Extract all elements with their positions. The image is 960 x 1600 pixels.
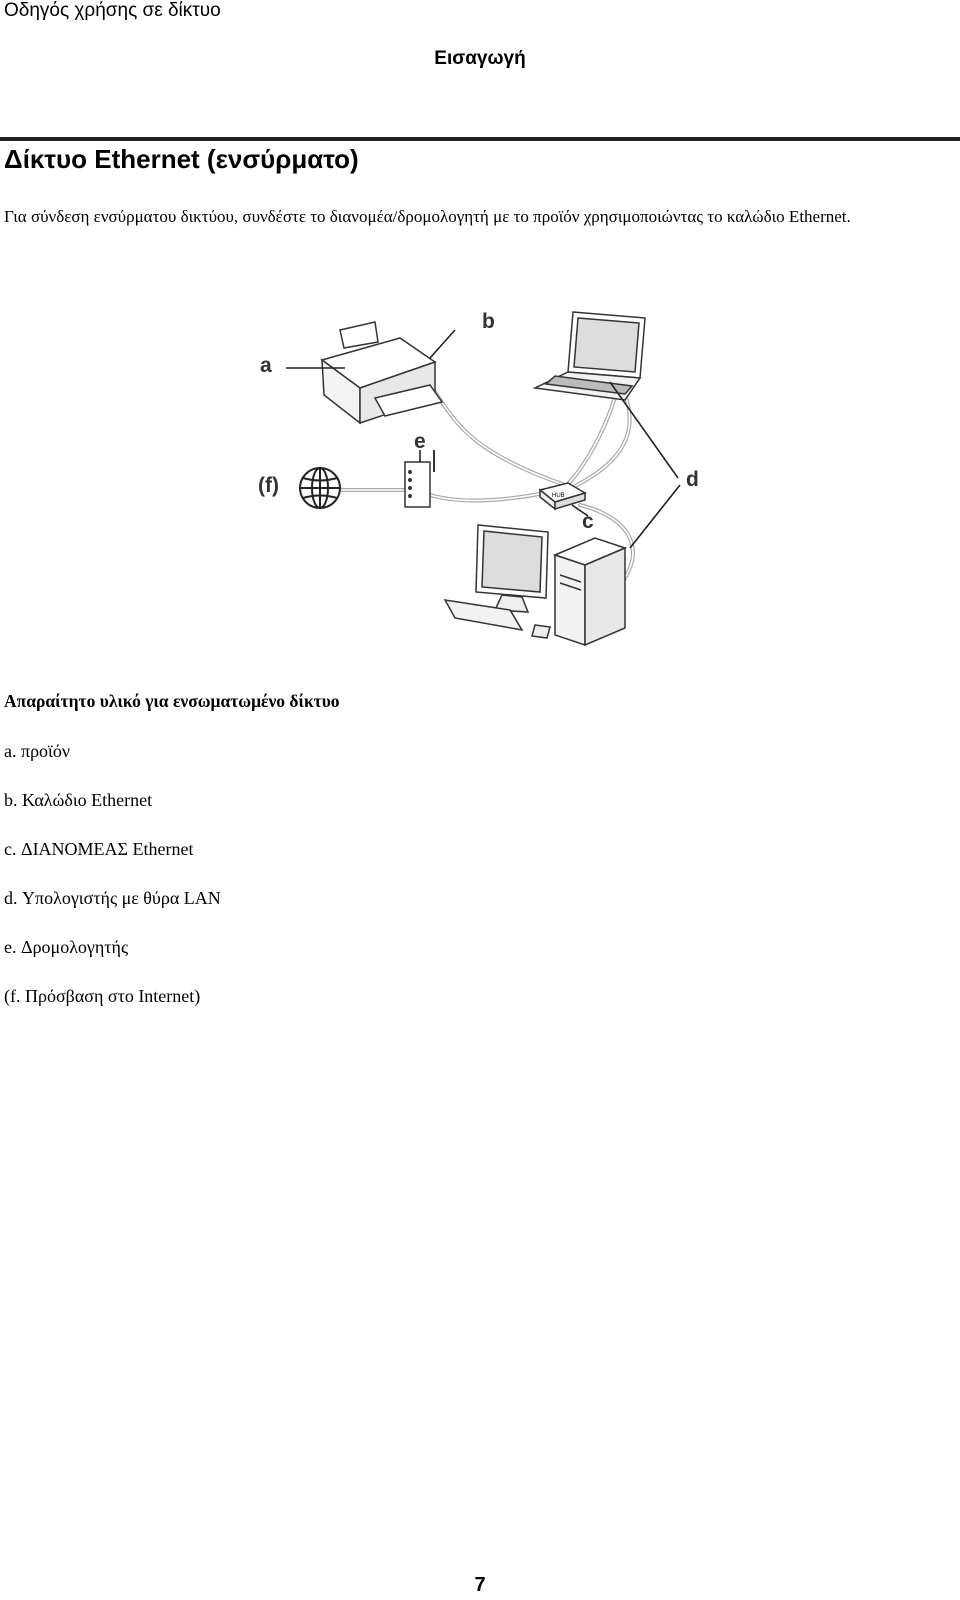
requirements-heading: Απαραίτητο υλικό για ενσωματωμένο δίκτυο	[4, 691, 340, 711]
list-item: d. Υπολογιστής με θύρα LAN	[4, 888, 221, 908]
label-a: a	[260, 354, 272, 377]
section-name: Εισαγωγή	[434, 48, 526, 69]
list-item: (f. Πρόσβαση στο Internet)	[4, 986, 201, 1006]
intro-paragraph: Για σύνδεση ενσύρματου δικτύου, συνδέστε…	[4, 207, 851, 226]
label-d: d	[686, 468, 699, 491]
list-item: a. προϊόν	[4, 741, 71, 761]
hub-text: HUB	[552, 493, 565, 499]
list-item: b. Καλώδιο Ethernet	[4, 790, 153, 810]
label-b: b	[482, 310, 495, 333]
network-diagram: HUB	[258, 310, 699, 647]
list-item: c. ΔΙΑΝΟΜΕΑΣ Ethernet	[4, 839, 194, 859]
globe-icon	[299, 467, 341, 509]
laptop-icon	[532, 311, 646, 401]
leader-lines	[286, 329, 681, 549]
title-rule	[0, 137, 960, 141]
desktop-monitor-icon	[443, 524, 551, 639]
label-c: c	[582, 510, 594, 533]
router-icon	[404, 450, 435, 508]
hub-icon	[538, 482, 587, 511]
page-number: 7	[474, 1574, 486, 1596]
list-item: e. Δρομολογητής	[4, 937, 129, 957]
printer-icon	[320, 321, 444, 425]
label-e: e	[414, 430, 426, 453]
label-f: (f)	[258, 474, 279, 497]
computer-tower-icon	[552, 537, 628, 647]
requirements-list: a. προϊόν b. Καλώδιο Ethernet c. ΔΙΑΝΟΜΕ…	[4, 739, 221, 1033]
page-title: Δίκτυο Ethernet (ενσύρματο)	[4, 144, 359, 174]
running-header: Οδηγός χρήσης σε δίκτυο	[4, 0, 221, 21]
